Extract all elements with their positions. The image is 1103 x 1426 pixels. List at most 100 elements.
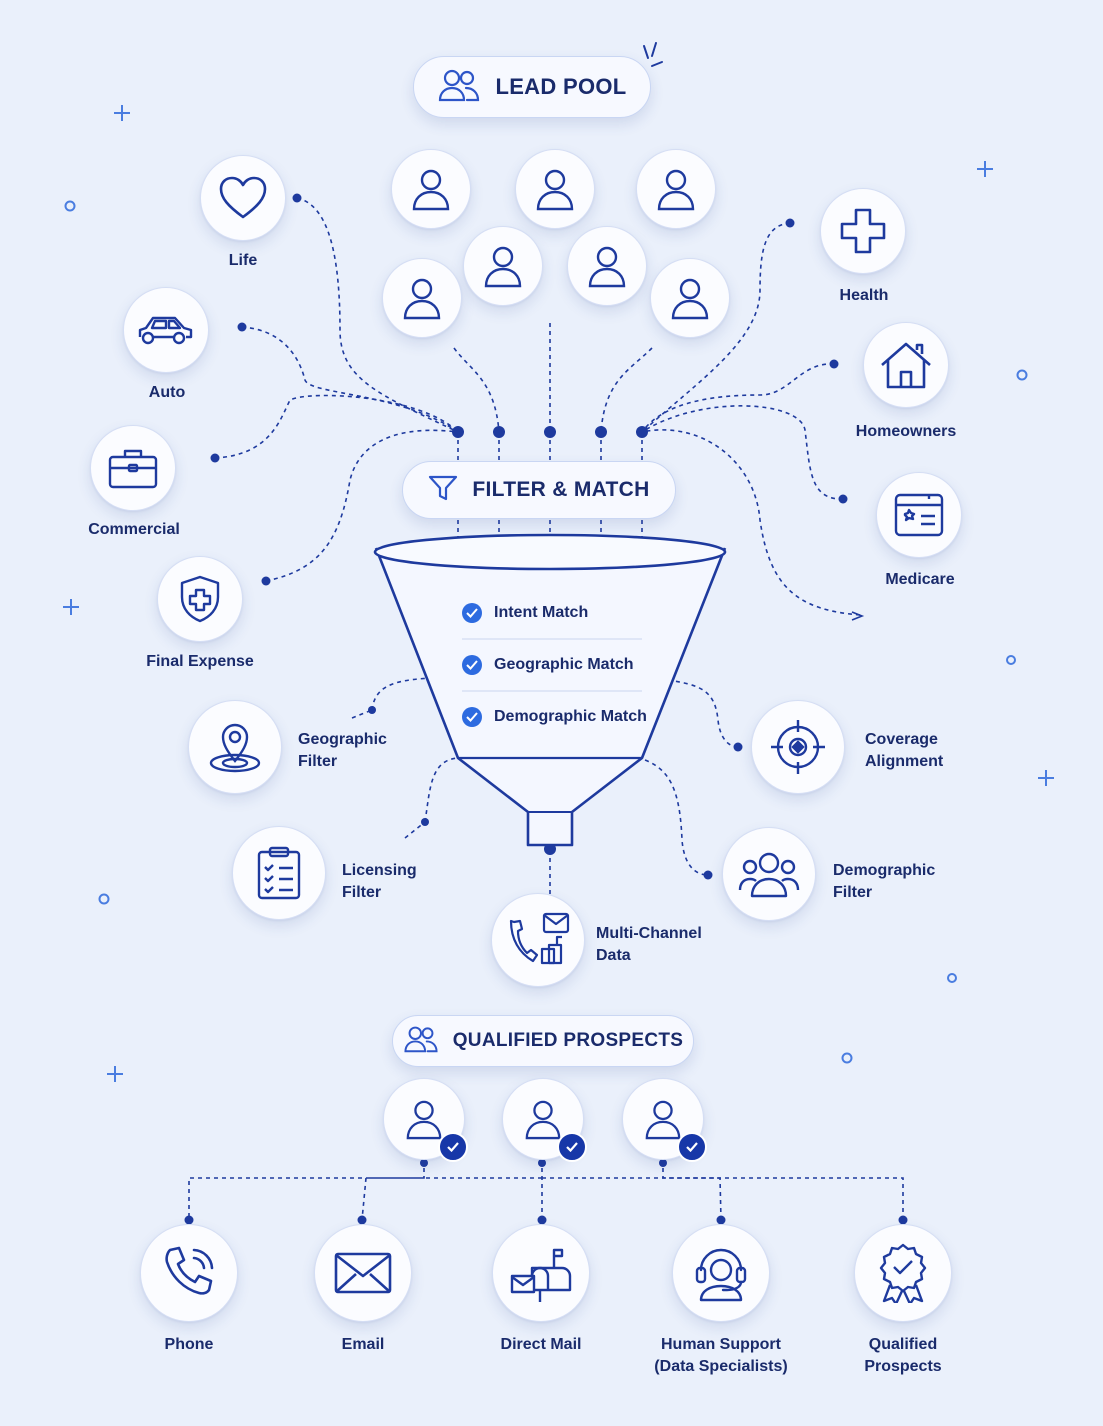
email-label: Email (341, 1336, 385, 1353)
check-icon (438, 1132, 468, 1162)
lead-person (650, 258, 730, 338)
medicare-card-icon (893, 492, 945, 538)
target-icon (769, 718, 827, 776)
funnel-shape (373, 533, 727, 847)
ring-decoration (947, 973, 957, 983)
funnel-icon (428, 474, 458, 507)
auto-label: Auto (148, 384, 186, 401)
licensing-filter-node (232, 826, 326, 920)
phone-label: Phone (164, 1336, 214, 1353)
person-icon (586, 243, 628, 289)
group-icon (738, 850, 800, 898)
criterion-label: Geographic Match (494, 656, 634, 673)
human-support-node (672, 1224, 770, 1322)
users-icon (403, 1024, 439, 1059)
check-icon (677, 1132, 707, 1162)
plus-decoration (63, 599, 79, 615)
shield-plus-icon (178, 574, 222, 624)
multichannel-data-node (491, 893, 585, 987)
plus-decoration (107, 1066, 123, 1082)
lead-pool-header: LEAD POOL (413, 56, 651, 118)
filter-match-title: FILTER & MATCH (472, 478, 650, 501)
criterion-geographic: Geographic Match (462, 655, 634, 675)
check-icon (462, 655, 482, 675)
person-icon (643, 1097, 683, 1141)
medicare-node (876, 472, 962, 558)
phone-icon (160, 1244, 218, 1302)
person-icon (534, 166, 576, 212)
criterion-intent: Intent Match (462, 603, 588, 623)
email-node (314, 1224, 412, 1322)
homeowners-label: Homeowners (855, 423, 957, 440)
direct-mail-node (492, 1224, 590, 1322)
person-icon (655, 166, 697, 212)
qualified-person (622, 1078, 707, 1162)
plus-decoration (1038, 770, 1054, 786)
heart-icon (218, 175, 268, 221)
ring-decoration (64, 200, 76, 212)
ring-decoration (1006, 655, 1016, 665)
demographic-filter-node (722, 827, 816, 921)
filter-match-header: FILTER & MATCH (402, 461, 676, 519)
person-icon (482, 243, 524, 289)
health-node (820, 188, 906, 274)
check-icon (462, 707, 482, 727)
person-icon (410, 166, 452, 212)
qualified-prospects-node (854, 1224, 952, 1322)
lead-person (515, 149, 595, 229)
homeowners-node (863, 322, 949, 408)
car-icon (137, 313, 195, 347)
commercial-label: Commercial (88, 521, 180, 538)
human-support-label: Human Support(Data Specialists) (654, 1336, 788, 1375)
phone-node (140, 1224, 238, 1322)
person-icon (401, 275, 443, 321)
criterion-demographic: Demographic Match (462, 707, 647, 727)
qualified-person (502, 1078, 587, 1162)
lead-person (391, 149, 471, 229)
phone-mail-icon (505, 909, 571, 971)
lead-person (636, 149, 716, 229)
medical-cross-icon (838, 206, 888, 256)
commercial-node (90, 425, 176, 511)
users-icon (437, 67, 481, 108)
lead-person (567, 226, 647, 306)
plus-decoration (977, 161, 993, 177)
life-label: Life (228, 252, 258, 269)
lead-person (463, 226, 543, 306)
house-icon (879, 340, 933, 390)
criterion-label: Intent Match (494, 604, 589, 621)
lead-pool-title: LEAD POOL (495, 74, 627, 99)
award-badge-icon (878, 1243, 928, 1303)
health-label: Health (839, 287, 889, 304)
ring-decoration (98, 893, 110, 905)
ring-decoration (841, 1052, 853, 1064)
mailbox-icon (510, 1242, 572, 1304)
check-icon (462, 603, 482, 623)
headset-icon (693, 1244, 749, 1302)
final-expense-label: Final Expense (146, 653, 254, 670)
auto-node (123, 287, 209, 373)
final-expense-node (157, 556, 243, 642)
life-node (200, 155, 286, 241)
person-icon (404, 1097, 444, 1141)
check-icon (557, 1132, 587, 1162)
plus-decoration (114, 105, 130, 121)
lead-person (382, 258, 462, 338)
qualified-prospects-header: QUALIFIED PROSPECTS (392, 1015, 694, 1067)
geographic-filter-node (188, 700, 282, 794)
map-pin-icon (206, 719, 264, 775)
qualified-person (383, 1078, 468, 1162)
envelope-icon (333, 1251, 393, 1295)
clipboard-list-icon (256, 845, 302, 901)
criterion-label: Demographic Match (494, 708, 647, 725)
person-icon (669, 275, 711, 321)
medicare-label: Medicare (885, 571, 955, 588)
coverage-alignment-node (751, 700, 845, 794)
